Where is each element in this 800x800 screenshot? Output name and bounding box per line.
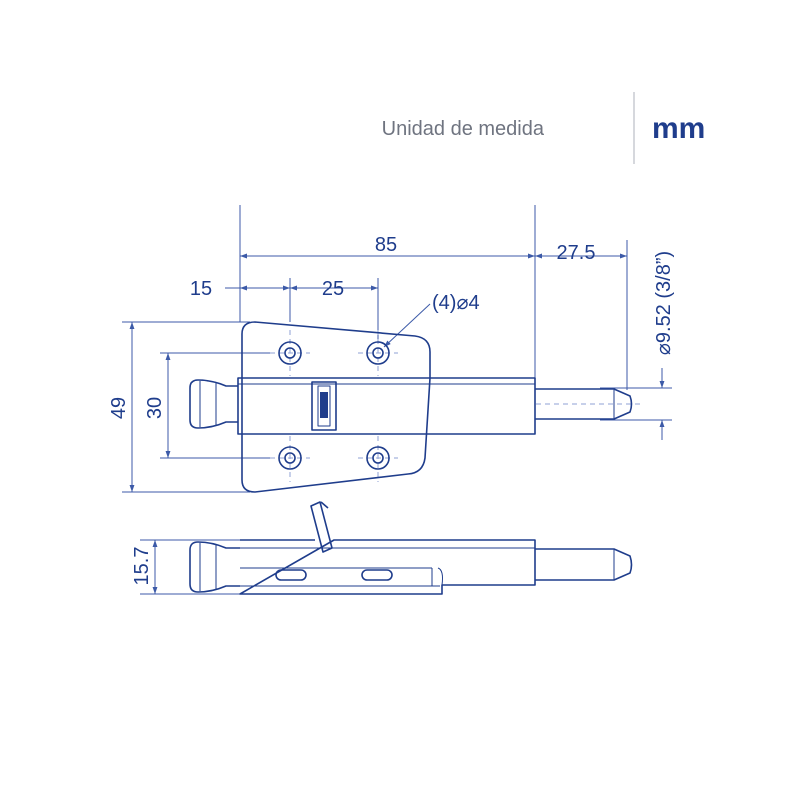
dim-pin-diameter: ⌀9.52 (3/8”) [653,251,675,355]
header-divider [633,92,635,164]
dim-pin-extension: 27.5 [557,242,596,264]
base-plate [241,321,431,493]
dimension-labels: 85 27.5 15 25 (4)⌀4 ⌀9.52 (3/8”) 49 30 1… [108,234,675,585]
side-slot [275,569,307,581]
unit-label: Unidad de medida [381,118,544,140]
mounting-hole [278,446,302,470]
side-knob [189,541,240,593]
side-slot [361,569,393,581]
unit-value: mm [652,112,706,145]
mounting-hole [278,341,302,365]
pull-knob [189,379,238,429]
bolt-housing [237,377,536,435]
mounting-hole [366,341,390,365]
unit-header: Unidad de medida mm [382,92,730,172]
mounting-hole [366,446,390,470]
dim-holes-label: (4)⌀4 [432,292,480,314]
dimension-lines [122,205,672,595]
dim-side-height: 15.7 [131,547,153,586]
dim-overall-length: 85 [375,234,397,256]
lever-tab [310,501,333,553]
bolt-slot [311,381,337,431]
dim-overall-height: 49 [108,397,130,419]
side-pin [535,548,633,581]
dim-hole-spacing-horizontal: 25 [322,278,344,300]
side-view [189,501,633,595]
dim-hole-spacing-vertical: 30 [144,397,166,419]
front-view [189,321,633,493]
bolt-pin [535,388,633,420]
dim-hole-offset: 15 [190,278,212,300]
center-lines [270,330,642,482]
